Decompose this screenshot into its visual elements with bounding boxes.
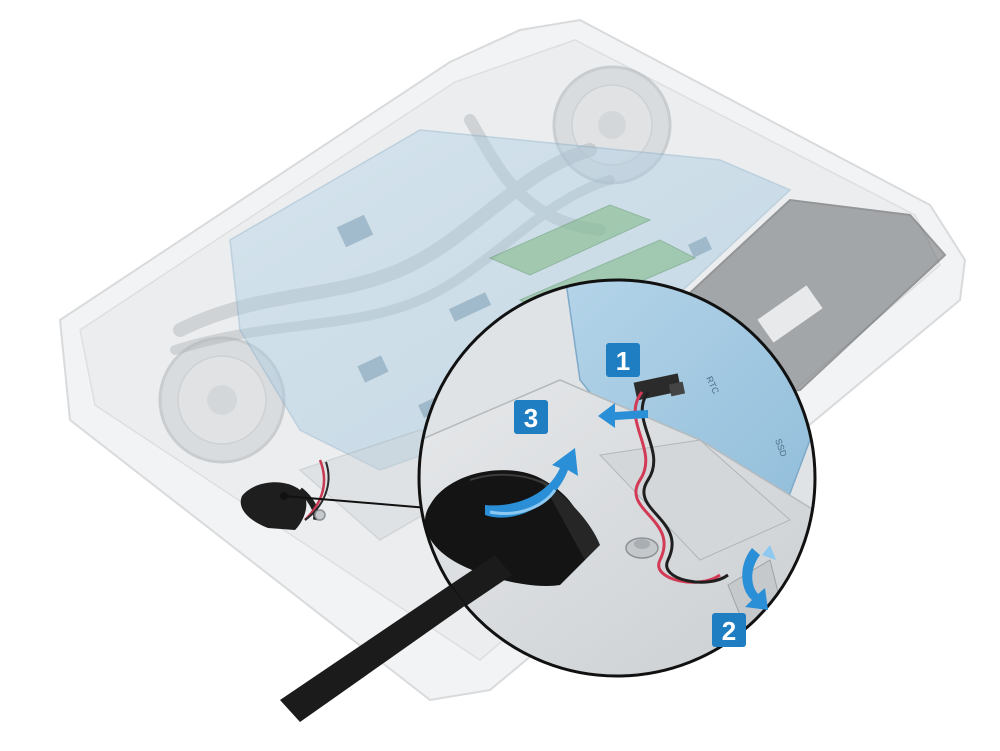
arrow-step-1 [598,403,648,428]
step-1-number: 1 [616,346,630,376]
fan-bottom [158,336,286,464]
step-badge-3: 3 [514,400,548,434]
step-badge-1: 1 [606,343,640,377]
memory-module-top [488,204,652,276]
step-3-number: 3 [524,403,538,433]
step-badge-2: 2 [712,613,746,647]
arrow-step-3 [485,448,578,518]
plastic-scribe-handle [280,585,466,722]
callout-leader-line [280,492,429,509]
coin-cell-battery-small [240,459,330,530]
arrow-step-2 [742,545,776,610]
step-2-number: 2 [722,616,736,646]
board-components [336,214,713,418]
rtc-cable [633,391,729,584]
